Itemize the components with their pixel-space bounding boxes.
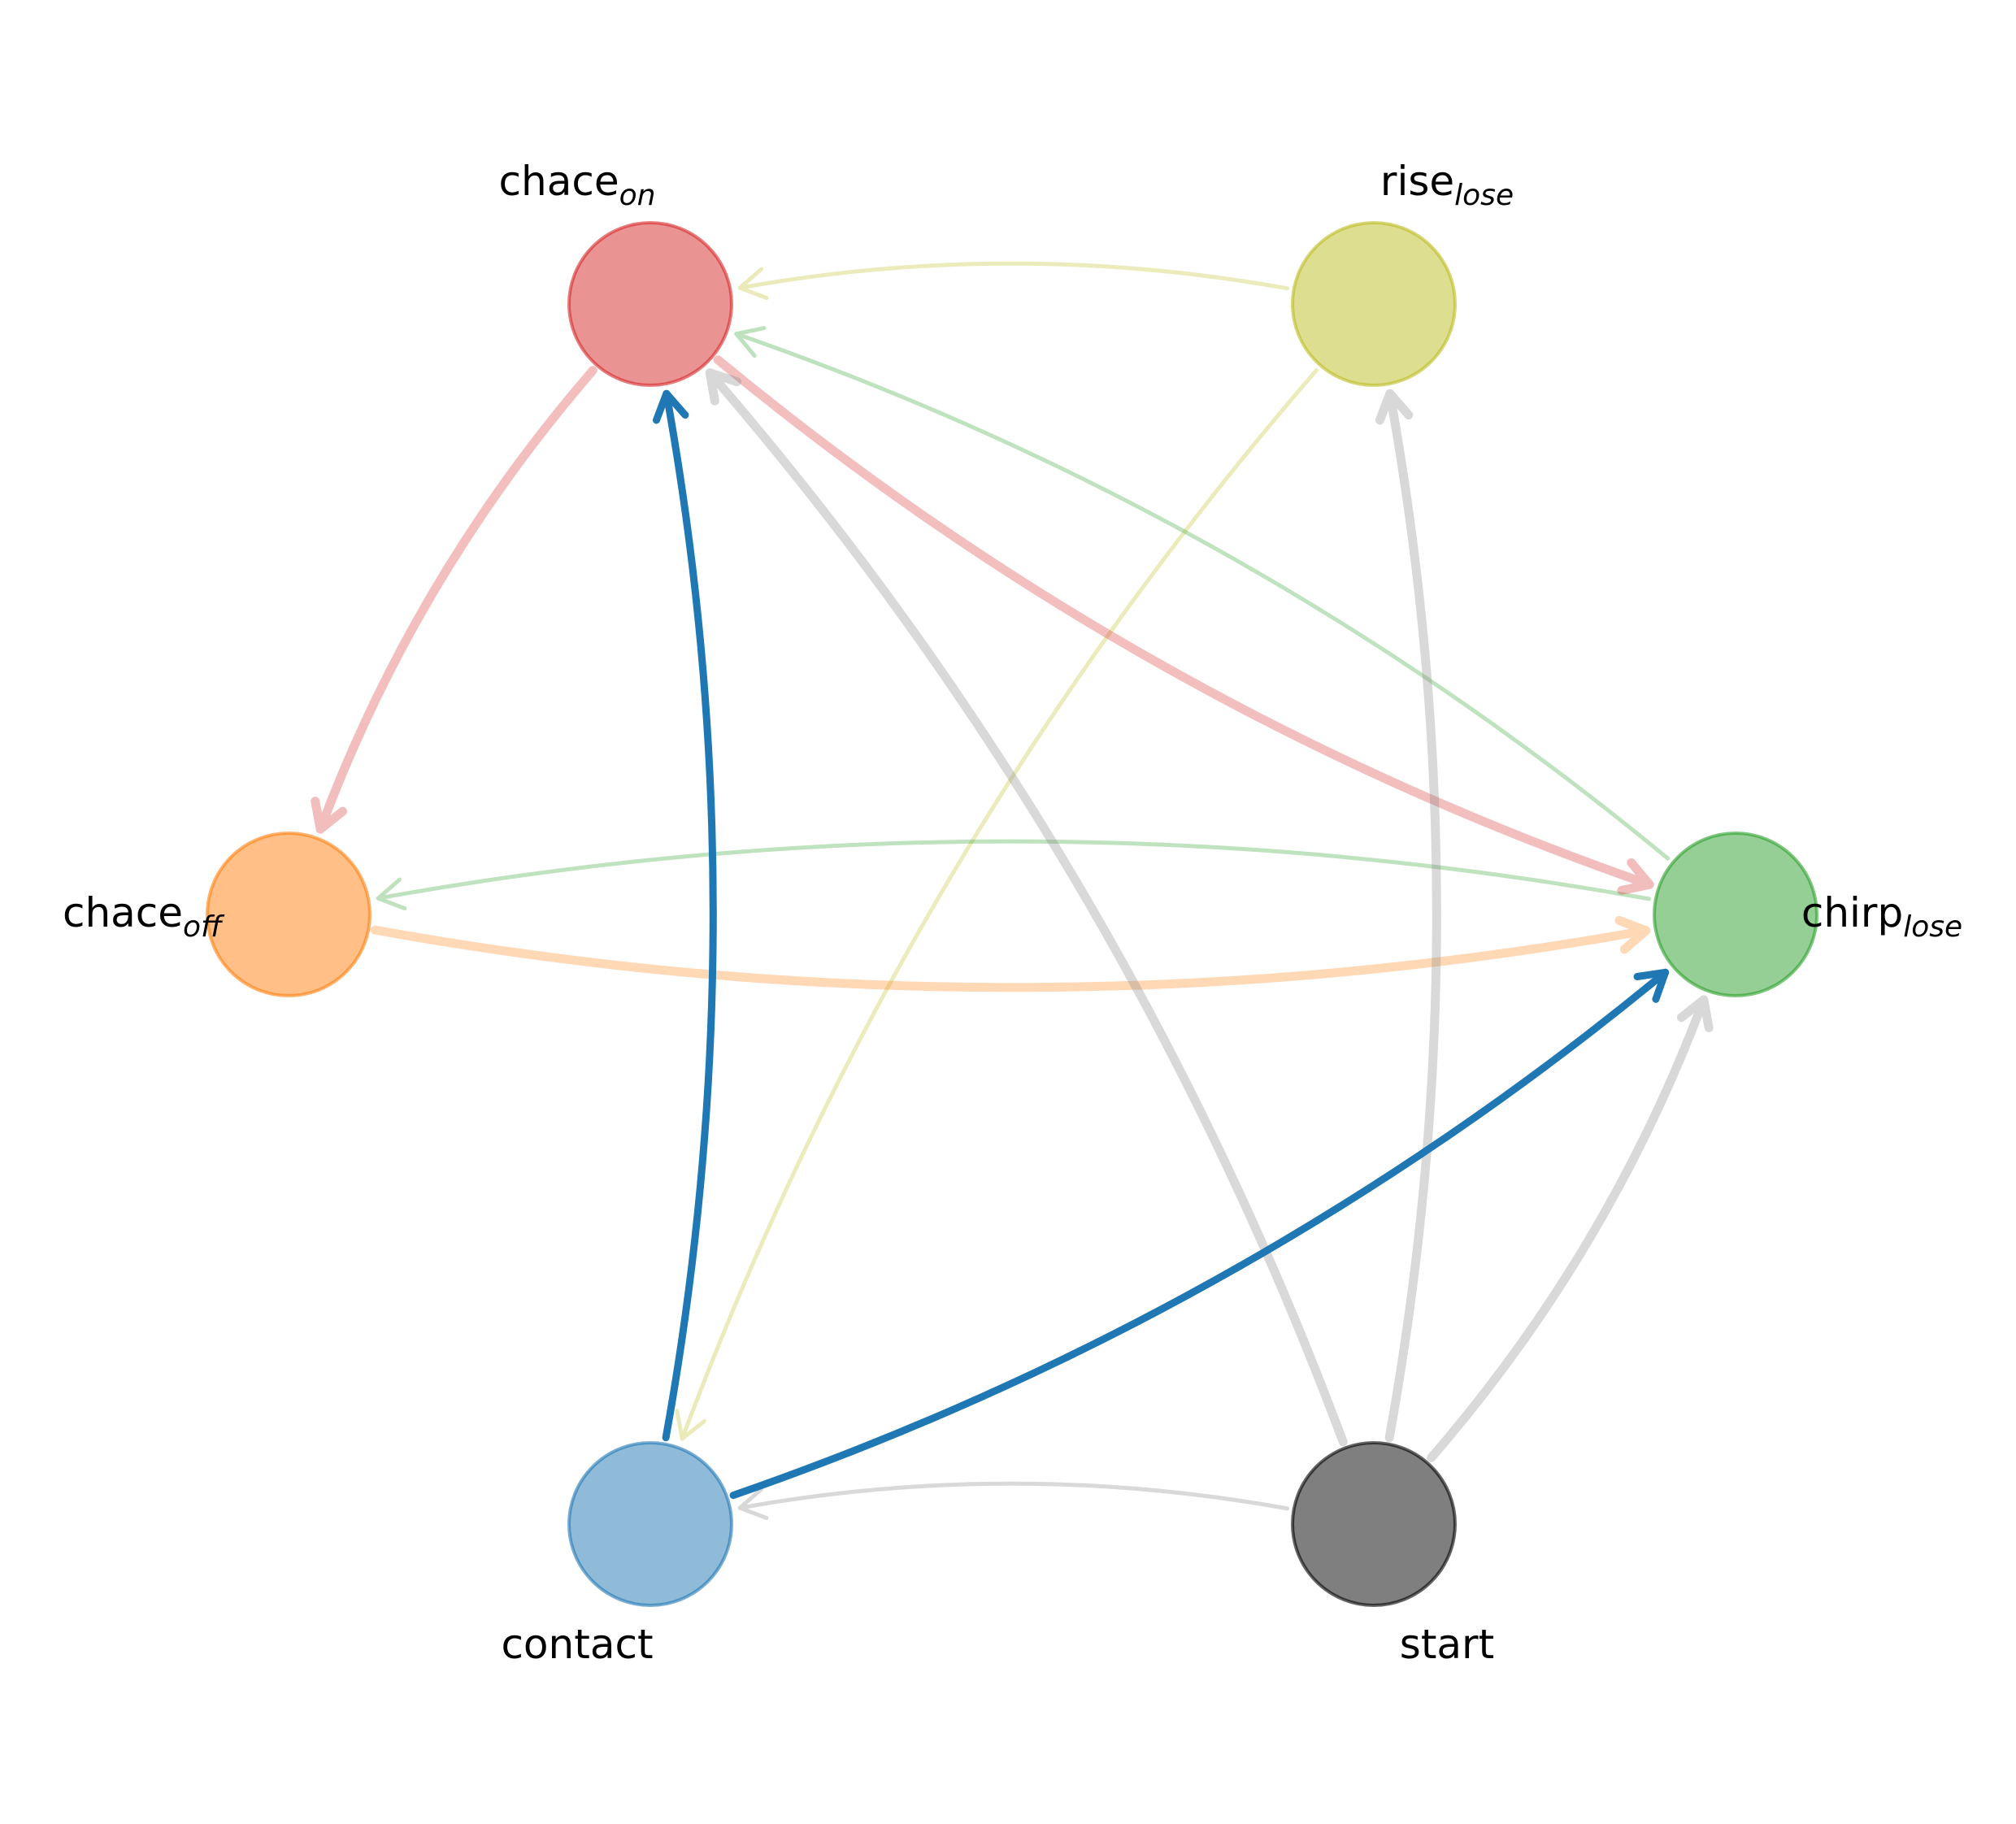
node-label-chace_off: chaceoff [63, 889, 225, 944]
arrow-head [705, 368, 742, 406]
node-label-sub: on [619, 179, 656, 212]
node-label-chace_on: chaceon [499, 158, 656, 212]
edge-chirp_lose-to-chace_off [376, 839, 1652, 911]
edge-layer [311, 261, 1714, 1521]
edge-start-to-chirp_lose [1427, 995, 1714, 1462]
edge-line [705, 368, 1348, 1447]
arrow-head [1617, 858, 1654, 895]
arrow-head [675, 1409, 707, 1441]
node-outline [1653, 832, 1818, 997]
edge-line [1384, 389, 1441, 1443]
edge-start-to-contact [737, 1481, 1290, 1521]
arrow-head [737, 1487, 769, 1521]
node-circle [569, 1443, 732, 1605]
edge-start-to-chace_on [705, 368, 1348, 1447]
node-start [1291, 1441, 1457, 1607]
edge-chace_on-to-chace_off [311, 366, 597, 834]
edge-line [737, 1481, 1290, 1511]
node-label-rise_lose: riselose [1380, 158, 1514, 212]
node-label-sub: off [183, 910, 225, 944]
edge-contact-to-chace_on [652, 389, 717, 1442]
edge-rise_lose-to-chace_on [737, 261, 1290, 301]
node-label-contact: contact [501, 1621, 653, 1668]
node-label-main: rise [1380, 158, 1454, 205]
node-circle [1293, 1443, 1455, 1605]
node-rise_lose [1291, 221, 1457, 387]
node-label-main: contact [501, 1621, 653, 1668]
edge-line [376, 839, 1652, 901]
edge-line [737, 261, 1290, 291]
edge-chirp_lose-to-chace_on [734, 326, 1671, 861]
node-outline [567, 221, 733, 387]
node-label-main: chace [499, 158, 619, 205]
edge-line [662, 389, 717, 1442]
node-contact [567, 1441, 733, 1607]
node-label-start: start [1400, 1621, 1494, 1668]
edge-start-to-rise_lose [1375, 389, 1441, 1443]
edge-chace_off-to-chirp_lose [370, 915, 1651, 992]
arrow-head [311, 797, 347, 834]
arrow-head [1676, 995, 1714, 1032]
edge-line [370, 925, 1651, 992]
node-outline [1291, 221, 1457, 387]
node-outline [1291, 1441, 1457, 1607]
node-chirp_lose [1653, 832, 1818, 997]
edge-line [713, 355, 1654, 889]
edge-line [734, 332, 1671, 861]
node-circle [207, 833, 370, 996]
edge-line [1427, 995, 1709, 1462]
node-chace_on [567, 221, 733, 387]
arrow-head [376, 877, 407, 911]
arrow-head [1633, 968, 1670, 1003]
arrow-head [652, 389, 689, 424]
arrow-head [1375, 389, 1414, 425]
node-circle [1293, 223, 1455, 385]
node-label-main: start [1400, 1621, 1494, 1668]
node-circle [1654, 833, 1817, 996]
node-outline [206, 832, 371, 997]
node-label-sub: lose [1454, 179, 1514, 212]
node-layer [206, 221, 1818, 1607]
arrow-head [1614, 915, 1651, 954]
node-label-main: chirp [1801, 889, 1903, 936]
edge-line [315, 366, 597, 834]
arrow-head [737, 267, 769, 301]
node-label-sub: lose [1903, 910, 1962, 944]
edge-line [729, 968, 1670, 1500]
arrow-head [734, 326, 767, 358]
node-circle [569, 223, 732, 385]
edge-chace_on-to-chirp_lose [713, 355, 1654, 895]
edge-contact-to-chirp_lose [729, 968, 1670, 1500]
node-chace_off [206, 832, 371, 997]
node-outline [567, 1441, 733, 1607]
edge-rise_lose-to-contact [675, 368, 1319, 1441]
node-label-main: chace [63, 889, 183, 936]
node-label-chirp_lose: chirplose [1801, 889, 1962, 944]
edge-line [680, 368, 1319, 1441]
